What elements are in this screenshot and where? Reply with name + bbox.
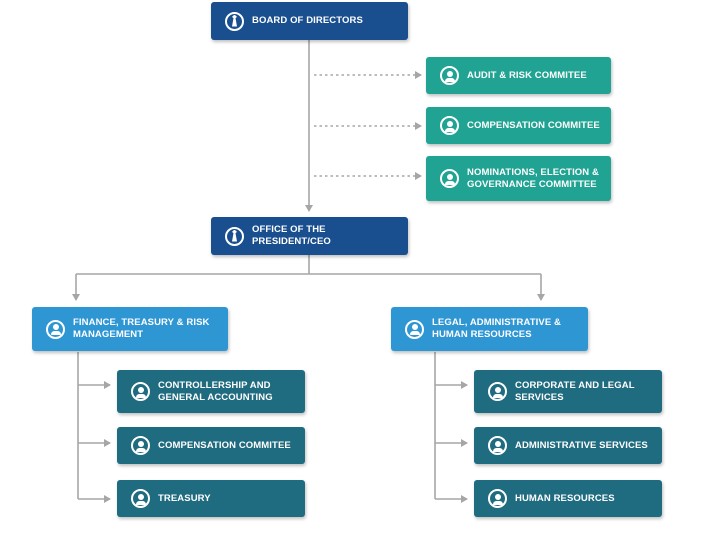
person-icon: [488, 436, 507, 455]
department-box-compensation: COMPENSATION COMMITEE: [117, 427, 305, 464]
department-label: ADMINISTRATIVE SERVICES: [515, 439, 648, 451]
person-icon: [131, 436, 150, 455]
department-label: CONTROLLERSHIP AND GENERAL ACCOUNTING: [158, 379, 273, 403]
department-box-administrative: ADMINISTRATIVE SERVICES: [474, 427, 662, 464]
person-icon: [46, 319, 65, 339]
committee-label: AUDIT & RISK COMMITEE: [467, 69, 587, 81]
executive-tie-icon: [225, 11, 244, 31]
committee-box-nominations: NOMINATIONS, ELECTION & GOVERNANCE COMMI…: [426, 156, 611, 201]
department-label: TREASURY: [158, 492, 211, 504]
committee-box-audit: AUDIT & RISK COMMITEE: [426, 57, 611, 94]
person-icon: [440, 169, 459, 188]
ceo-office-box: OFFICE OF THE PRESIDENT/CEO: [211, 217, 408, 255]
division-box-legal: LEGAL, ADMINISTRATIVE & HUMAN RESOURCES: [391, 307, 588, 351]
person-icon: [440, 66, 459, 85]
department-label: CORPORATE AND LEGAL SERVICES: [515, 379, 635, 403]
executive-tie-icon: [225, 226, 244, 246]
committee-box-compensation: COMPENSATION COMMITEE: [426, 107, 611, 144]
department-label: COMPENSATION COMMITEE: [158, 439, 291, 451]
person-icon: [440, 116, 459, 135]
committee-label: NOMINATIONS, ELECTION & GOVERNANCE COMMI…: [467, 166, 599, 190]
department-box-controllership: CONTROLLERSHIP AND GENERAL ACCOUNTING: [117, 370, 305, 413]
committee-label: COMPENSATION COMMITEE: [467, 119, 600, 131]
person-icon: [131, 382, 150, 401]
department-box-human-resources: HUMAN RESOURCES: [474, 480, 662, 517]
person-icon: [488, 382, 507, 401]
board-of-directors-box: BOARD OF DIRECTORS: [211, 2, 408, 40]
department-box-treasury: TREASURY: [117, 480, 305, 517]
board-label: BOARD OF DIRECTORS: [252, 15, 363, 26]
division-label: FINANCE, TREASURY & RISK MANAGEMENT: [73, 317, 210, 340]
person-icon: [405, 319, 424, 339]
division-box-finance: FINANCE, TREASURY & RISK MANAGEMENT: [32, 307, 228, 351]
department-label: HUMAN RESOURCES: [515, 492, 615, 504]
department-box-corporate-legal: CORPORATE AND LEGAL SERVICES: [474, 370, 662, 413]
division-label: LEGAL, ADMINISTRATIVE & HUMAN RESOURCES: [432, 317, 561, 340]
person-icon: [131, 489, 150, 508]
ceo-label: OFFICE OF THE PRESIDENT/CEO: [252, 224, 331, 247]
person-icon: [488, 489, 507, 508]
